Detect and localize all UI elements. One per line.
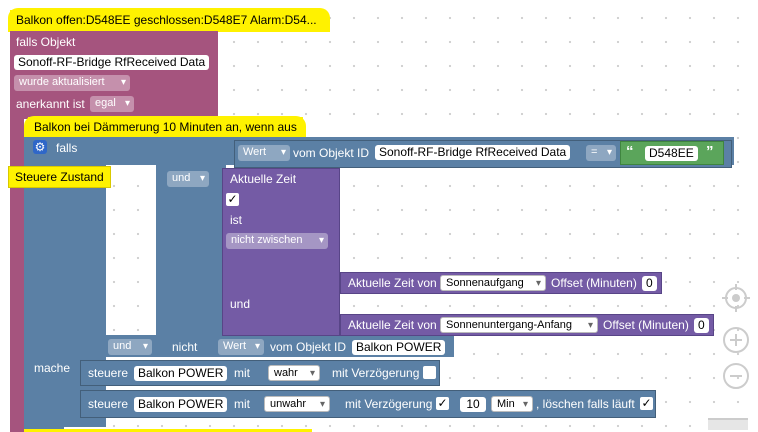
- delay-number-field[interactable]: 10: [460, 397, 486, 412]
- if-block-column: [156, 137, 226, 337]
- with-delay-label-1: mit Verzögerung: [332, 366, 420, 380]
- offset-field-1[interactable]: 0: [642, 276, 657, 291]
- outer-comment[interactable]: Balkon offen:D548EE geschlossen:D548E7 A…: [10, 10, 323, 30]
- trigger-event-dropdown[interactable]: wurde aktualisiert: [14, 75, 130, 91]
- zoom-in-icon[interactable]: [722, 326, 750, 354]
- recenter-icon[interactable]: [722, 284, 750, 312]
- object-balkon-field-2[interactable]: Balkon POWER: [134, 366, 228, 381]
- eq-operator-dropdown[interactable]: =: [586, 145, 616, 161]
- if-block-bottom: [24, 420, 64, 430]
- trigger-label: falls Objekt: [16, 35, 76, 49]
- with-label-1: mit: [234, 366, 250, 380]
- offset-label-2: Offset (Minuten): [603, 318, 689, 332]
- sunrise-dropdown[interactable]: Sonnenaufgang: [440, 275, 546, 291]
- time-from-label-1: Aktuelle Zeit von: [348, 276, 437, 290]
- with-label-2: mit: [234, 397, 250, 411]
- offset-label-1: Offset (Minuten): [551, 276, 637, 290]
- object-rfdata-field[interactable]: Sonoff-RF-Bridge RfReceived Data: [375, 145, 571, 160]
- gear-icon[interactable]: ⚙: [33, 140, 47, 154]
- quote-open-icon: “: [626, 143, 634, 160]
- object-balkon-field-1[interactable]: Balkon POWER: [352, 340, 446, 355]
- event-block-left-arm: [10, 118, 24, 432]
- do-label: mache: [34, 361, 71, 375]
- ack-label: anerkannt ist: [16, 97, 85, 111]
- and-mid-label: und: [230, 297, 251, 311]
- quote-close-icon: ”: [706, 143, 714, 160]
- bottom-comment-edge: [24, 429, 312, 432]
- check-icon[interactable]: ✓: [226, 192, 239, 206]
- delay-checkbox-2[interactable]: ✓: [436, 396, 449, 410]
- current-time-label: Aktuelle Zeit: [230, 172, 297, 186]
- inner-comment[interactable]: Balkon bei Dämmerung 10 Minuten an, wenn…: [28, 117, 303, 137]
- sunset-dropdown[interactable]: Sonnenuntergang-Anfang: [440, 317, 598, 333]
- from-object-label-2: vom Objekt ID: [270, 340, 347, 354]
- not-between-dropdown[interactable]: nicht zwischen: [226, 233, 328, 249]
- object-balkon-field-3[interactable]: Balkon POWER: [134, 397, 228, 412]
- delay-checkbox-1[interactable]: [423, 366, 436, 379]
- offset-field-2[interactable]: 0: [694, 318, 709, 333]
- not-label: nicht: [172, 340, 198, 354]
- time-from-label-2: Aktuelle Zeit von: [348, 318, 437, 332]
- clear-running-checkbox[interactable]: ✓: [640, 396, 653, 410]
- is-label: ist: [230, 213, 242, 227]
- false-dropdown[interactable]: unwahr: [264, 396, 330, 412]
- true-dropdown[interactable]: wahr: [268, 365, 320, 381]
- time-between-block[interactable]: [222, 168, 340, 336]
- and-dropdown-1[interactable]: und: [167, 171, 209, 187]
- control-label-1: steuere: [88, 366, 129, 380]
- control-label-2: steuere: [88, 397, 129, 411]
- clear-running-label: , löschen falls läuft: [536, 397, 635, 411]
- trash-icon[interactable]: [708, 418, 748, 430]
- string-value-field[interactable]: D548EE: [645, 146, 698, 161]
- zoom-out-icon[interactable]: [722, 362, 750, 390]
- and-dropdown-2[interactable]: und: [108, 339, 152, 355]
- ack-dropdown[interactable]: egal: [90, 96, 134, 112]
- tooltip: Steuere Zustand: [8, 166, 111, 188]
- value-dropdown-2[interactable]: Wert: [218, 339, 264, 355]
- with-delay-label-2: mit Verzögerung: [345, 397, 433, 411]
- from-object-label-1: vom Objekt ID: [293, 146, 370, 160]
- trigger-object-field[interactable]: Sonoff-RF-Bridge RfReceived Data: [14, 55, 210, 70]
- if-label: falls: [56, 141, 78, 155]
- value-dropdown-1[interactable]: Wert: [238, 145, 290, 161]
- delay-unit-dropdown[interactable]: Min: [491, 396, 533, 412]
